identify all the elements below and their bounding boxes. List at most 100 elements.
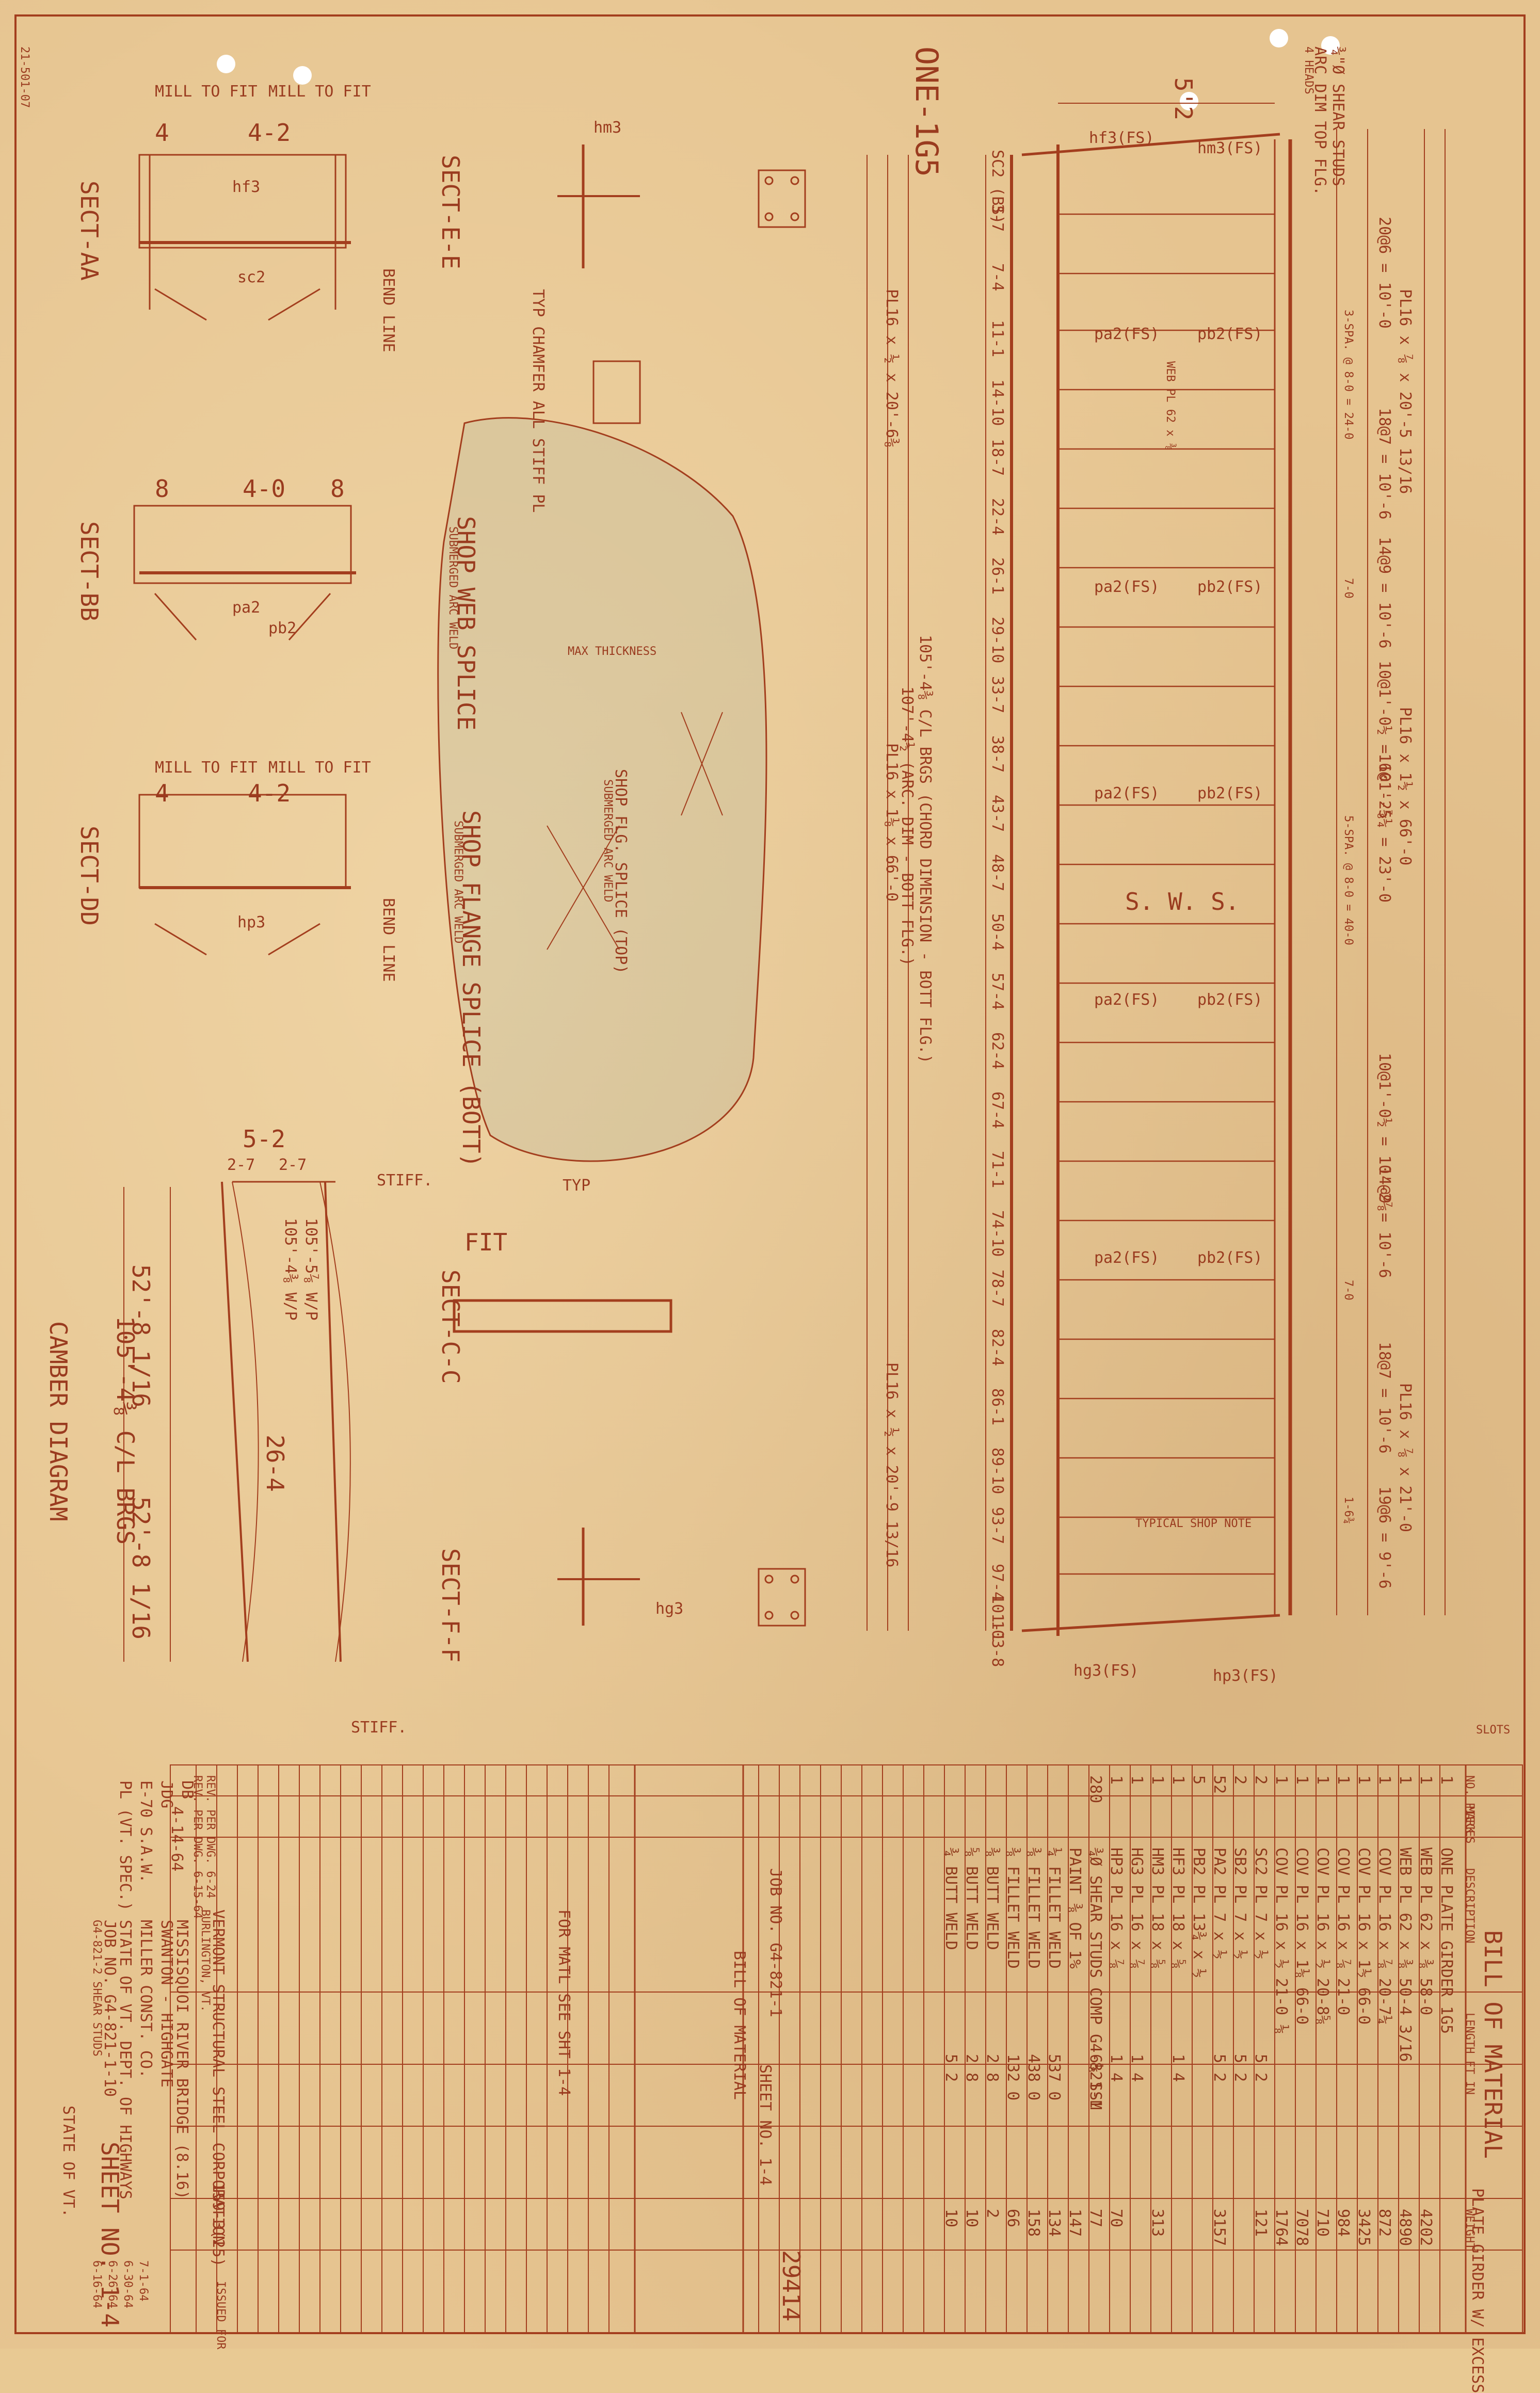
station-label: 7-4: [988, 263, 1006, 292]
stiffener-lines: [1058, 213, 1275, 1575]
punch-hole: [1270, 29, 1288, 47]
station-label: 14-10: [988, 379, 1006, 426]
bom-weight: 158: [1024, 2209, 1042, 2237]
section-dd-title: SECT-DD: [75, 826, 103, 926]
dim: pb2: [268, 619, 297, 637]
spacing-note: 7-0: [1342, 578, 1355, 599]
bom-pieces: 1: [1128, 1775, 1146, 1785]
stiffener-callout: hp3(FS): [1213, 1667, 1278, 1685]
bend-line: BEND LINE: [379, 268, 397, 352]
title-drawn: JDG: [157, 1780, 175, 1809]
fit-note: FIT: [464, 1228, 508, 1256]
bom-pieces: 1: [1148, 1775, 1166, 1785]
bom-pieces: 1: [1437, 1775, 1455, 1785]
camber-dim: 2-7: [279, 1156, 307, 1174]
bom-description: PA2 PL 7 x ½: [1210, 1848, 1228, 1960]
bom-pieces: 1: [1169, 1775, 1187, 1785]
bom-description: SB2 PL 7 x ½: [1231, 1848, 1249, 1960]
title-stamp: STATE OF VT.: [59, 2106, 77, 2218]
stiffener-callout: pa2(FS): [1094, 325, 1160, 343]
station-label: 57-4: [988, 973, 1006, 1010]
bom-pieces: 52: [1210, 1775, 1228, 1794]
bom-col: MARK: [1463, 1806, 1476, 1834]
max-thickness: MAX THICKNESS: [568, 645, 657, 658]
bottom-flange-spec: 107'-4½ (ARC. DIM - BOTT FLG.): [898, 686, 916, 966]
station-label: 78-7: [988, 1270, 1006, 1307]
bom-pieces: 5: [1190, 1775, 1208, 1785]
dim: 8: [330, 475, 345, 503]
project-name: MISSISQUOI RIVER BRIDGE (8.16): [173, 1920, 191, 2199]
bom-grid: [170, 1764, 1523, 2333]
bom-weight: 70: [1107, 2209, 1125, 2228]
bom-weight: 134: [1045, 2209, 1063, 2237]
girder-end-bottom: [1021, 1614, 1280, 1632]
bom-weight: 3425: [1355, 2209, 1373, 2246]
bom-weight: 10: [942, 2209, 960, 2228]
flange-spec: 18@7 = 10'-6: [1375, 1342, 1393, 1454]
bom-description: HG3 PL 16 x ⅞: [1128, 1848, 1146, 1969]
mill-note: MILL TO FIT: [155, 759, 258, 777]
bom-pieces: 1: [1417, 1775, 1435, 1785]
bom-pieces: 1: [1107, 1775, 1125, 1785]
bom-weight: 66: [1004, 2209, 1022, 2228]
bom-title: BILL OF MATERIAL: [1479, 1930, 1507, 2159]
station-label: 93-7: [988, 1507, 1006, 1545]
title-ref: G4-821-2 SHEAR STUDS: [90, 1920, 103, 2057]
section-cc-title: SECT-C-C: [437, 1270, 464, 1384]
station-label: 26-1: [988, 557, 1006, 595]
bom-weight: 872: [1375, 2209, 1393, 2237]
dim: 4: [155, 779, 169, 807]
dim: hf3: [232, 178, 261, 196]
title-spec: E-70 S.A.W.: [137, 1780, 155, 1883]
bom-description: ⅜ FILLET WELD: [1004, 1848, 1022, 1969]
section-aa-title: SECT-AA: [75, 181, 103, 281]
bend-line: BEND LINE: [379, 898, 397, 982]
bom-weight: 4202: [1417, 2209, 1435, 2246]
title-date-entry: 6-26-64: [106, 2260, 119, 2308]
haunch-note: 4 HEADS: [1302, 46, 1315, 94]
bom-length: 2 8: [962, 2054, 981, 2082]
title-material: PL (VT. SPEC.): [116, 1780, 134, 1911]
station-label: 86-1: [988, 1388, 1006, 1426]
bom-length: 1 4: [1128, 2054, 1146, 2082]
bom-total: 29414: [777, 2250, 805, 2322]
flange-spec: 14@9 = 10'-6: [1375, 537, 1393, 649]
bom-description: ONE PLATE GIRDER 1G5: [1437, 1848, 1455, 2034]
bom-second-note: FOR MATL SEE SHT 1-4: [555, 1909, 573, 2096]
girder-end-top: [1021, 133, 1280, 156]
title-checked: DB: [178, 1780, 196, 1800]
title-date-entry: 7-1-64: [137, 2260, 150, 2302]
bom-description: SC2 PL 7 x ½: [1252, 1848, 1270, 1960]
dim: 8: [155, 475, 169, 503]
slots-note: SLOTS: [1476, 1724, 1511, 1737]
bom-weight: 984: [1334, 2209, 1352, 2237]
stiffener-callout: pb2(FS): [1197, 578, 1263, 596]
camber-title: CAMBER DIAGRAM: [44, 1321, 72, 1521]
bom-description: ⅜ BUTT WELD: [983, 1848, 1001, 1950]
bom-col: DESCRIPTION: [1463, 1868, 1476, 1944]
station-label: 38-7: [988, 735, 1006, 773]
title-job: JOB NO. G4-821-1-10: [101, 1920, 119, 2097]
station-label: 18-7: [988, 439, 1006, 476]
stiffener-callout: pb2(FS): [1197, 1249, 1263, 1267]
title-issued: ISSUED FOR: [214, 2281, 227, 2350]
bom-sheet: SHEET NO. 1-4: [756, 2064, 774, 2186]
bom-description: ¾ BUTT WELD: [942, 1848, 960, 1950]
dim: 4: [155, 119, 169, 147]
bom-length: 1 4: [1169, 2054, 1187, 2082]
station-label: 33-7: [988, 676, 1006, 714]
station-label: 89-10: [988, 1448, 1006, 1495]
dim: hg3: [655, 1600, 684, 1618]
stiffener-callout: pa2(FS): [1094, 784, 1160, 802]
bom-length: 537 0: [1045, 2054, 1063, 2101]
section-dd-lines: [138, 794, 351, 956]
dim: 4-2: [248, 779, 291, 807]
bom-length: 132 0: [1004, 2054, 1022, 2101]
dim: pa2: [232, 599, 261, 617]
stiffener-callout: pb2(FS): [1197, 325, 1263, 343]
bottom-flange-spec: 105'-4⅜ C/L BRGS (CHORD DIMENSION - BOTT…: [916, 635, 934, 1064]
mill-note: MILL TO FIT: [268, 759, 371, 777]
title-date-entry: 6-16-64: [90, 2260, 103, 2308]
bottom-flange-spec: PL16 x ½ x 20'-6⅜: [883, 289, 901, 448]
bom-weight: 4890: [1396, 2209, 1414, 2246]
